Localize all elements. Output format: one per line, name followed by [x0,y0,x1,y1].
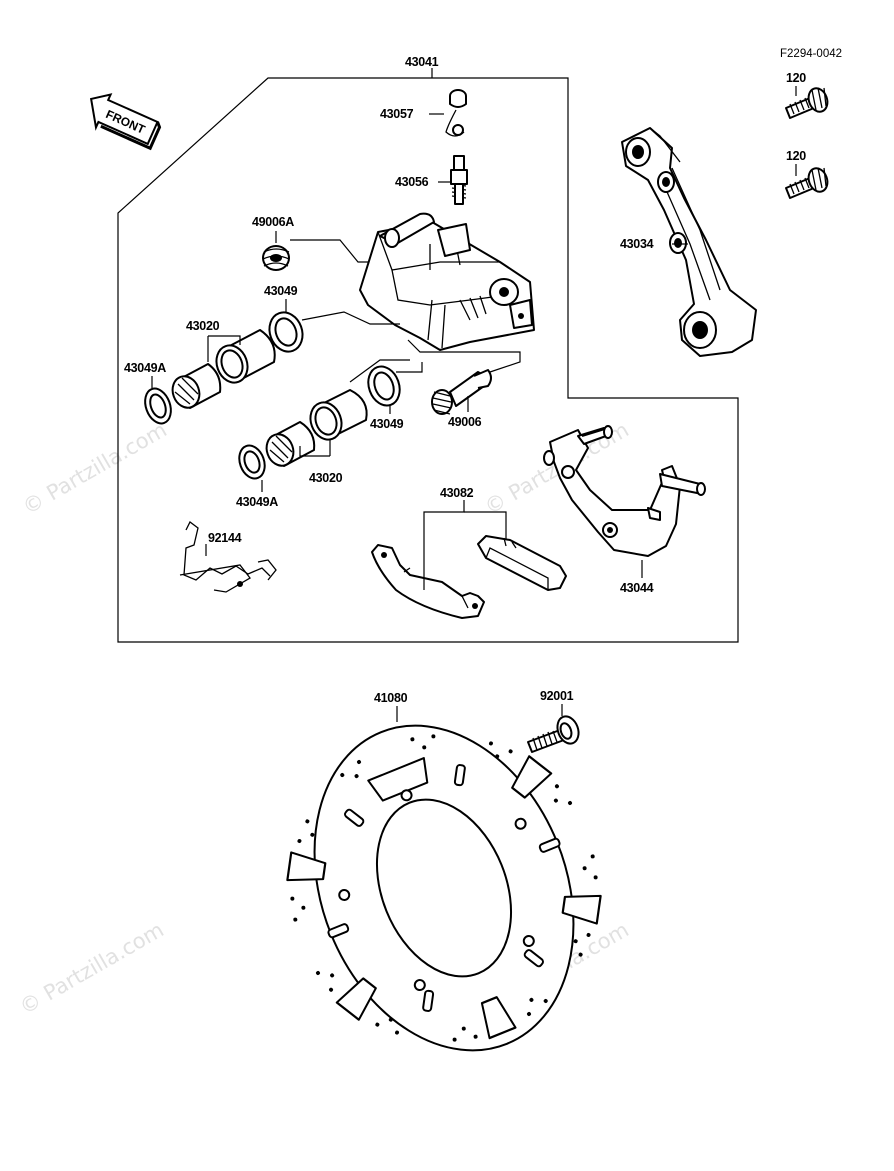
figure-reference: F2294-0042 [780,48,842,60]
caliper-body [359,212,535,351]
label-41080: 41080 [374,691,408,705]
watermark-3: © Partzilla.com [16,918,168,1020]
label-43057: 43057 [380,107,414,121]
label-43049a-upper: 43049A [124,361,166,375]
pin-boot [431,369,492,415]
label-43049-upper: 43049 [264,284,298,298]
label-43020-lower: 43020 [309,471,343,485]
dust-seal-lower [238,444,266,480]
seal-lower [367,365,401,407]
label-120-b: 120 [786,149,806,163]
caliper-assembly-boundary [117,77,739,643]
label-92144: 92144 [208,531,242,545]
label-43034: 43034 [620,237,654,251]
bolt-120-a [785,87,829,119]
label-43082: 43082 [440,486,474,500]
label-43020-upper: 43020 [186,319,220,333]
piston-lower [265,389,368,467]
label-43044: 43044 [620,581,654,595]
label-43041: 43041 [405,55,439,69]
pad-spring [179,521,277,593]
label-92001: 92001 [540,689,574,703]
label-43049-lower: 43049 [370,417,404,431]
watermark-1: © Partzilla.com [19,418,171,520]
torque-link [621,127,757,357]
front-arrow-icon: FRONT [89,93,162,151]
label-49006a: 49006A [252,215,294,229]
label-49006: 49006 [448,415,482,429]
label-43049a-lower: 43049A [236,495,278,509]
label-43056: 43056 [395,175,429,189]
disc-bolt [527,715,580,753]
brake-pad-shim [371,544,485,619]
bleeder-valve [450,155,468,205]
boot-49006a [262,245,290,271]
dust-seal-upper [144,387,172,425]
brake-pad [477,535,567,591]
label-120-a: 120 [786,71,806,85]
caliper-holder [543,425,706,557]
bolt-120-b [785,167,829,199]
piston-upper [171,329,276,409]
brake-disc [286,724,602,1052]
seal-upper [268,311,304,353]
bleeder-cap [445,89,467,137]
